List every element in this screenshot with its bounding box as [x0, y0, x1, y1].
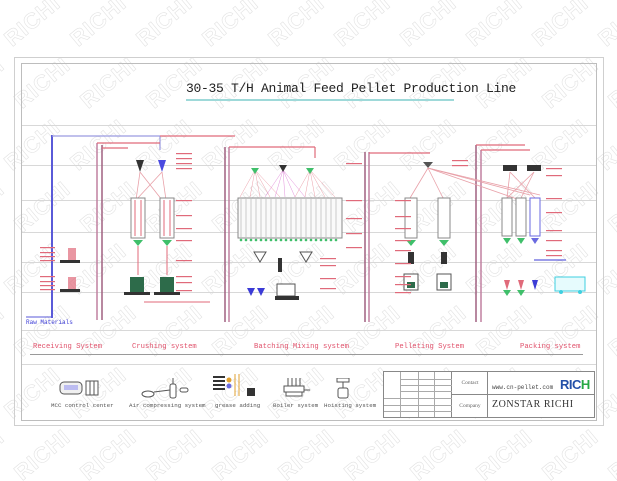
watermark-text: RICHI: [603, 52, 617, 114]
watermark-text: RICHI: [0, 424, 10, 481]
section-crushing: Crushing system: [132, 343, 197, 351]
website-link[interactable]: www.cn-pellet.com: [492, 384, 554, 391]
floor-line: [22, 262, 596, 263]
watermark-text: RICHI: [603, 424, 617, 481]
boiler-label: Boiler system: [273, 402, 319, 409]
watermark-text: RICHI: [537, 424, 604, 481]
crushing-system: [124, 160, 210, 303]
section-pelleting: Pelleting System: [395, 343, 465, 351]
grease-adding-icon: [213, 374, 255, 396]
title-block-divider: [452, 394, 595, 395]
watermark-text: RICHI: [471, 424, 538, 481]
watermark-text: RICHI: [65, 0, 132, 52]
watermark-text: RICHI: [395, 0, 462, 52]
company-label: Company: [459, 403, 481, 409]
watermark-text: RICHI: [603, 176, 617, 238]
logo-accent-text: H: [580, 377, 590, 392]
watermark-text: RICHI: [131, 0, 198, 52]
richi-logo: RICH: [560, 377, 590, 392]
raw-materials-label: Raw Materials: [26, 319, 73, 326]
watermark-text: RICHI: [405, 424, 472, 481]
floor-line: [22, 364, 596, 365]
boiler-icon: [283, 378, 310, 397]
floor-line: [22, 165, 596, 166]
batching-bins: [237, 165, 343, 300]
mcc-control-icon: [59, 380, 99, 396]
air-compressing-label: Air compressing system: [129, 402, 206, 409]
pipes: [26, 135, 530, 322]
floor-line: [22, 292, 596, 293]
mcc-control-label: MCC control center: [51, 402, 114, 409]
floor-line: [22, 330, 596, 331]
watermark-text: RICHI: [273, 424, 340, 481]
section-receiving: Receiving System: [33, 343, 103, 351]
watermark-text: RICHI: [9, 424, 76, 481]
watermark-text: RICHI: [329, 0, 396, 52]
drawing-frame-inner: [21, 63, 597, 421]
sections-baseline: [30, 354, 583, 355]
packing-system: [501, 165, 586, 296]
watermark-text: RICHI: [75, 424, 142, 481]
watermark-text: RICHI: [197, 0, 264, 52]
title-block: Contact Company www.cn-pellet.com ZONSTA…: [383, 371, 595, 418]
drawing-frame-outer: [14, 57, 604, 426]
air-compressor-icon: [141, 378, 189, 399]
logo-main-text: RIC: [560, 377, 581, 392]
watermark-text: RICHI: [0, 0, 66, 52]
hoisting-label: Hoisting system: [324, 402, 377, 409]
watermark-text: RICHI: [0, 176, 10, 238]
hoist-icon: [336, 378, 350, 399]
watermark-text: RICHI: [603, 300, 617, 362]
watermark-text: RICHI: [0, 52, 10, 114]
watermark-text: RICHI: [527, 0, 594, 52]
watermark-text: RICHI: [339, 424, 406, 481]
revision-grid: [384, 372, 452, 417]
grease-adding-label: grease adding: [215, 402, 261, 409]
receiving-intakes: [40, 247, 80, 292]
watermark-text: RICHI: [263, 0, 330, 52]
watermark-text: RICHI: [0, 300, 10, 362]
section-packing: Packing system: [520, 343, 581, 351]
watermark-text: RICHI: [207, 424, 274, 481]
contact-label: Contact: [461, 380, 479, 386]
watermark-text: RICHI: [461, 0, 528, 52]
page-title: 30-35 T/H Animal Feed Pellet Production …: [186, 81, 517, 96]
section-batching-mixing: Batching Mixing system: [254, 343, 349, 351]
watermark-text: RICHI: [593, 0, 617, 52]
process-flow-diagram: [26, 135, 586, 322]
company-name: ZONSTAR RICHI: [492, 399, 574, 410]
title-underline: [186, 99, 454, 101]
watermark-text: RICHI: [141, 424, 208, 481]
floor-line: [22, 125, 596, 126]
